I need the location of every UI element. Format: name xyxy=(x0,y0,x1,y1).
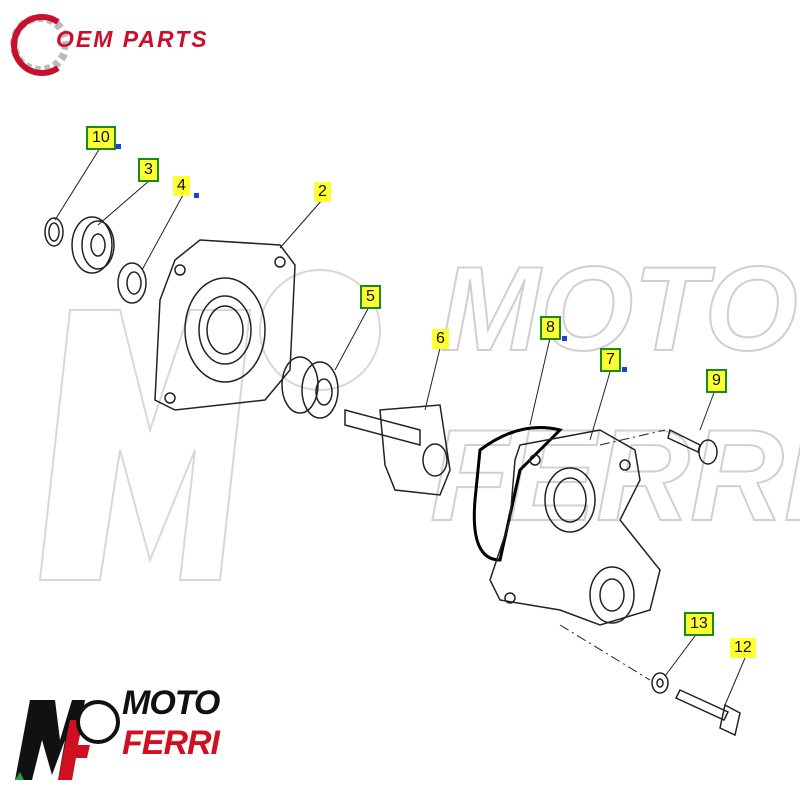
part-10-circlip xyxy=(44,217,64,247)
callout-7-marker xyxy=(622,367,627,372)
callout-13[interactable]: 13 xyxy=(684,612,714,636)
part-13-washer xyxy=(651,672,669,694)
mf-monogram-logo xyxy=(15,700,120,780)
callout-10-marker xyxy=(116,144,121,149)
part-7-pump-cover xyxy=(489,429,661,626)
part-6-impeller-shaft xyxy=(344,404,451,496)
gear-icon xyxy=(10,14,70,76)
watermark: MOTO FERRI xyxy=(38,241,800,581)
oem-parts-logo-text: OEM PARTS xyxy=(56,26,209,52)
callout-4[interactable]: 4 xyxy=(173,176,190,196)
callout-2[interactable]: 2 xyxy=(314,182,331,202)
leader-lines xyxy=(54,147,746,706)
moto-ferri-logo-ferri: FERRI xyxy=(122,724,220,762)
watermark-ferri: FERRI xyxy=(430,402,800,548)
part-3-bearing xyxy=(71,216,115,274)
callout-3[interactable]: 3 xyxy=(138,158,159,182)
callout-9[interactable]: 9 xyxy=(706,369,727,393)
part-12-bolt xyxy=(674,689,741,737)
part-5-mechanical-seal xyxy=(281,356,339,419)
part-2-housing xyxy=(154,239,296,411)
callout-12[interactable]: 12 xyxy=(730,638,756,658)
callout-8[interactable]: 8 xyxy=(540,316,561,340)
moto-ferri-logo-moto: MOTO xyxy=(122,684,220,722)
callout-6[interactable]: 6 xyxy=(432,329,449,349)
moto-ferri-logo: MOTO FERRI xyxy=(10,680,220,790)
callout-7[interactable]: 7 xyxy=(600,348,621,372)
callout-4-marker xyxy=(194,193,199,198)
part-4-seal xyxy=(117,262,147,304)
part-9-bolt xyxy=(667,428,718,465)
oem-parts-logo: OEM PARTS xyxy=(8,8,228,78)
callout-8-marker xyxy=(562,336,567,341)
callout-5[interactable]: 5 xyxy=(360,285,381,309)
callout-10[interactable]: 10 xyxy=(86,126,116,150)
